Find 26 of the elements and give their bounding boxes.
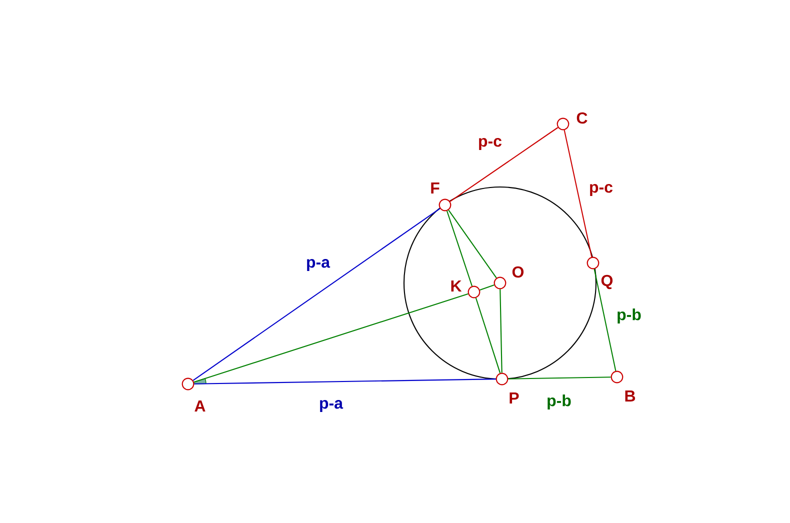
edge-label: p-b [615, 307, 643, 325]
point-label: C [576, 112, 588, 124]
edge-label: p-c [588, 182, 614, 198]
point-label: K [451, 280, 462, 292]
point-label: A [194, 400, 206, 412]
line-segment [450, 127, 558, 202]
line-segment [475, 298, 501, 374]
line-segment [500, 289, 502, 373]
line-segment [564, 130, 592, 258]
line-segment [194, 378, 496, 384]
line-segment [448, 210, 497, 278]
point-label: B [625, 390, 636, 402]
point-label: Q [601, 274, 613, 290]
line-segment [480, 284, 494, 290]
line-segment [192, 208, 440, 381]
edge-label: p-b [545, 393, 573, 411]
edge-label: p-a [318, 398, 344, 414]
point-label: O [512, 266, 524, 278]
edge-label: p-a [304, 258, 332, 272]
line-segment [508, 376, 611, 380]
edge-label: p-c [476, 136, 504, 152]
line-segment [446, 210, 473, 286]
line-segment [194, 293, 468, 383]
point-label: P [510, 392, 519, 404]
line-segment [594, 268, 616, 372]
point-label: F [431, 182, 440, 194]
